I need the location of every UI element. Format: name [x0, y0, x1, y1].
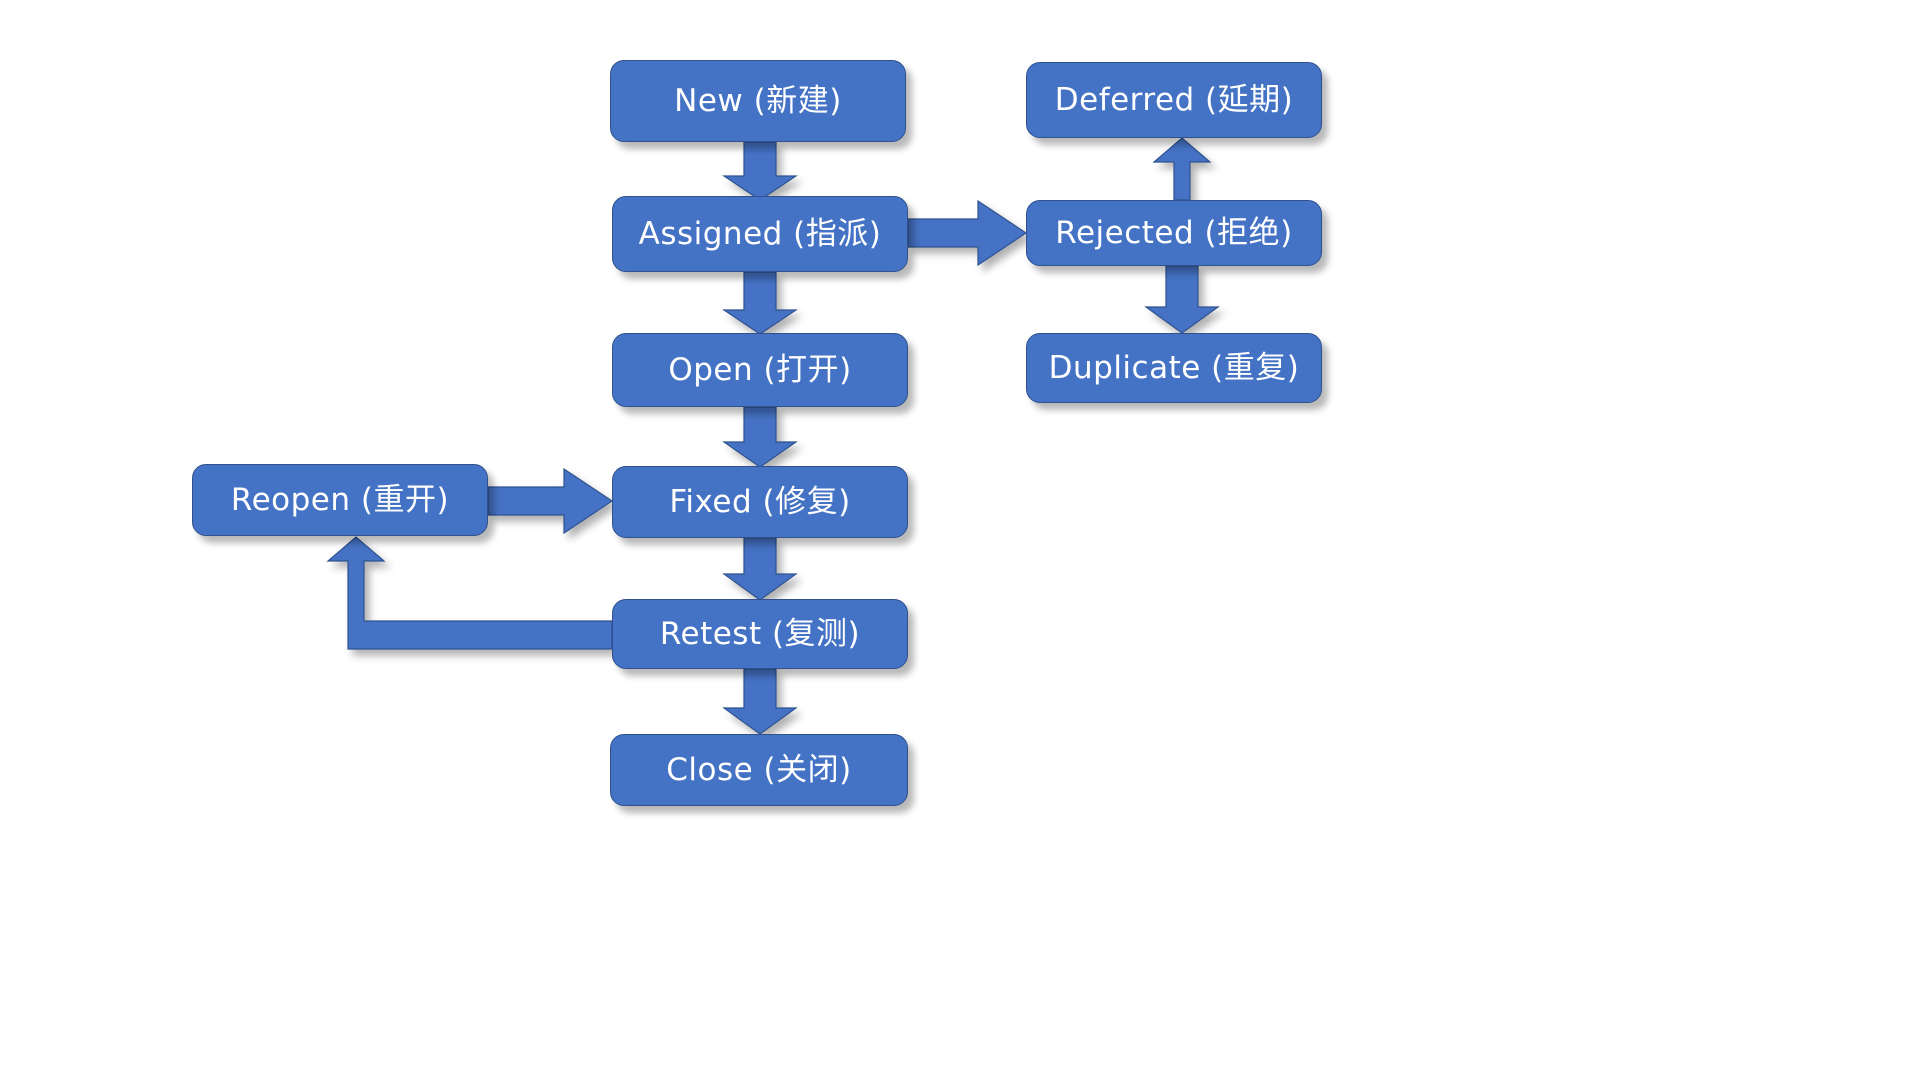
- arrow-open-to-fixed: [722, 406, 798, 468]
- arrow-fixed-to-retest: [722, 537, 798, 601]
- node-close[interactable]: Close (关闭): [610, 734, 908, 806]
- arrow-new-to-assigned: [722, 141, 798, 201]
- arrow-retest-to-close: [722, 668, 798, 735]
- node-deferred[interactable]: Deferred (延期): [1026, 62, 1322, 138]
- node-reopen[interactable]: Reopen (重开): [192, 464, 488, 536]
- node-label: Assigned (指派): [638, 215, 882, 252]
- node-assigned[interactable]: Assigned (指派): [612, 196, 908, 272]
- node-duplicate[interactable]: Duplicate (重复): [1026, 333, 1322, 403]
- node-label: Retest (复测): [659, 615, 861, 652]
- node-label: New (新建): [674, 82, 842, 119]
- node-label: Reopen (重开): [230, 481, 450, 518]
- arrow-retest-to-reopen: [326, 536, 613, 650]
- node-label: Fixed (修复): [669, 483, 851, 520]
- node-label: Open (打开): [668, 351, 852, 388]
- node-retest[interactable]: Retest (复测): [612, 599, 908, 669]
- node-fixed[interactable]: Fixed (修复): [612, 466, 908, 538]
- node-rejected[interactable]: Rejected (拒绝): [1026, 200, 1322, 266]
- arrow-assigned-to-rejected: [907, 199, 1028, 267]
- node-label: Deferred (延期): [1054, 81, 1294, 118]
- node-label: Rejected (拒绝): [1055, 214, 1293, 251]
- node-label: Close (关闭): [666, 751, 852, 788]
- arrow-rejected-to-duplicate: [1144, 265, 1220, 334]
- arrow-assigned-to-open: [722, 271, 798, 335]
- node-open[interactable]: Open (打开): [612, 333, 908, 407]
- arrow-rejected-to-deferred: [1152, 137, 1212, 201]
- node-label: Duplicate (重复): [1048, 349, 1300, 386]
- arrow-reopen-to-fixed: [487, 467, 614, 535]
- node-new[interactable]: New (新建): [610, 60, 906, 142]
